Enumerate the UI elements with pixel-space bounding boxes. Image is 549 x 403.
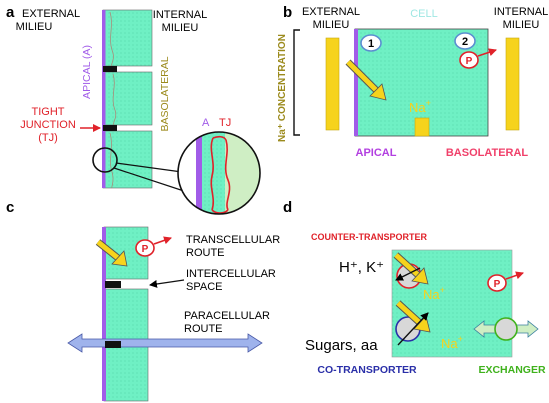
panel-a-tight-junction-2 xyxy=(103,125,117,131)
panel-d-ions-label: H⁺, K⁺ xyxy=(339,259,384,276)
panel-b-internal-milieu-line2: MILIEU xyxy=(503,19,540,31)
panel-b-step2-badge: 2 xyxy=(454,32,476,50)
panel-c-letter: c xyxy=(6,199,14,216)
panel-b-basolateral-label: BASOLATERAL xyxy=(446,147,529,159)
panel-c-apical-membrane xyxy=(102,227,106,401)
panel-a-external-milieu-line2: MILIEU xyxy=(16,21,53,33)
panel-a-internal-milieu-line2: MILIEU xyxy=(162,22,199,34)
panel-c-intercellular-pointer xyxy=(149,279,185,288)
panel-a-zoom-tj-strands xyxy=(210,135,231,214)
panel-b-letter: b xyxy=(283,4,292,21)
panel-b-cell-label: CELL xyxy=(410,8,438,20)
panel-b-apical-membrane xyxy=(354,29,358,136)
panel-d-pump: P xyxy=(487,271,524,292)
panel-a-zoom-view xyxy=(177,131,261,215)
panel-c-pump-arrow xyxy=(153,236,172,245)
panel-c-intercellular-line2: SPACE xyxy=(186,281,222,293)
panel-b-na-entry-arrow xyxy=(345,59,387,101)
panel-a-tight-junction-line2: JUNCTION xyxy=(20,119,76,131)
panel-c-paracellular-line2: ROUTE xyxy=(184,323,223,335)
panel-c-transcellular-line2: ROUTE xyxy=(186,247,225,259)
panel-b-step1-badge: 1 xyxy=(360,34,382,52)
panel-d-counter-na-arrow xyxy=(393,252,429,285)
panel-d: d COUNTER-TRANSPORTER H⁺, K⁺ Na+ P Sugar… xyxy=(283,199,546,376)
panel-a-tight-junction-line1: TIGHT xyxy=(32,106,65,118)
panel-c-paracellular-line1: PARACELLULAR xyxy=(184,310,270,322)
panel-c: c P TRANSCELLULAR ROUTE INTERCELLULAR SP… xyxy=(6,199,280,402)
panel-a-internal-milieu-line1: INTERNAL xyxy=(153,9,207,21)
panel-a-zoom-line-bottom xyxy=(113,167,191,194)
panel-d-exchanger-label: EXCHANGER xyxy=(478,364,546,376)
panel-b-external-milieu-line2: MILIEU xyxy=(313,19,350,31)
panel-d-co-transporter-label: CO-TRANSPORTER xyxy=(317,364,417,376)
panel-b-concentration-bracket xyxy=(293,29,300,136)
panel-a-external-milieu-line1: EXTERNAL xyxy=(22,8,80,20)
panel-b-step2-label: 2 xyxy=(462,36,468,48)
panel-b-na-label: Na+ xyxy=(409,98,431,115)
panel-a-tight-junction-line3: (TJ) xyxy=(38,132,58,144)
panel-a-zoom-tj-label: TJ xyxy=(219,117,231,129)
panel-d-pump-label: P xyxy=(494,279,501,290)
panel-b-intracellular-na-bar xyxy=(414,117,430,137)
panel-c-tight-junction-upper xyxy=(105,281,121,288)
panel-a: a EXTERNAL MILIEU INTERNAL MILIEU APICAL… xyxy=(6,4,261,215)
panel-c-pump: P xyxy=(135,236,172,257)
panel-a-apical-label: APICAL (A) xyxy=(81,45,93,99)
panel-b-concentration-label: Na⁺ CONCENTRATION xyxy=(277,34,288,142)
panel-b-external-concentration-bar xyxy=(325,37,340,131)
panel-d-sugars-label: Sugars, aa xyxy=(305,337,378,354)
panel-d-na-bottom-label: Na+ xyxy=(441,334,463,351)
panel-d-counter-transporter-label: COUNTER-TRANSPORTER xyxy=(311,232,427,242)
panel-c-intercellular-line1: INTERCELLULAR xyxy=(186,268,276,280)
panel-b-external-milieu-line1: EXTERNAL xyxy=(302,6,360,18)
panel-c-pump-label: P xyxy=(142,244,149,255)
panel-c-transcellular-arrow xyxy=(95,239,128,267)
panel-c-tight-junction-lower xyxy=(105,341,121,348)
panel-d-pump-arrow xyxy=(505,271,524,280)
panel-a-tight-junction-1 xyxy=(103,66,117,72)
panel-b-internal-milieu-line1: INTERNAL xyxy=(494,6,548,18)
panel-a-apical-membrane xyxy=(102,10,106,188)
panel-d-letter: d xyxy=(283,199,292,216)
panel-a-basolateral-label: BASOLATERAL xyxy=(159,56,171,131)
panel-b-pump-label: P xyxy=(466,56,473,67)
panel-b-apical-label: APICAL xyxy=(356,147,397,159)
panel-b-step1-label: 1 xyxy=(368,38,374,50)
panel-d-ions-exit-arrow xyxy=(395,267,421,281)
panel-a-cell-2 xyxy=(102,71,153,126)
panel-b-pump: P xyxy=(459,48,497,69)
panel-d-exchanger xyxy=(473,317,539,341)
panel-b: b EXTERNAL MILIEU CELL INTERNAL MILIEU N… xyxy=(277,4,548,159)
panel-a-letter: a xyxy=(6,4,15,21)
panel-b-internal-concentration-bar xyxy=(505,37,520,131)
panel-d-exchanger-circle xyxy=(494,317,518,341)
panel-c-transcellular-line1: TRANSCELLULAR xyxy=(186,234,280,246)
panel-d-sugars-entry-arrow xyxy=(397,312,429,346)
panel-d-na-top-label: Na+ xyxy=(423,285,445,302)
panel-a-zoom-line-top xyxy=(115,162,183,173)
panel-a-zoom-a-label: A xyxy=(202,117,210,129)
panel-a-magnifier-circle xyxy=(92,147,118,173)
panel-b-pump-arrow xyxy=(477,48,497,57)
panel-a-epithelium xyxy=(102,9,153,189)
panel-c-paracellular-arrow xyxy=(67,333,263,353)
